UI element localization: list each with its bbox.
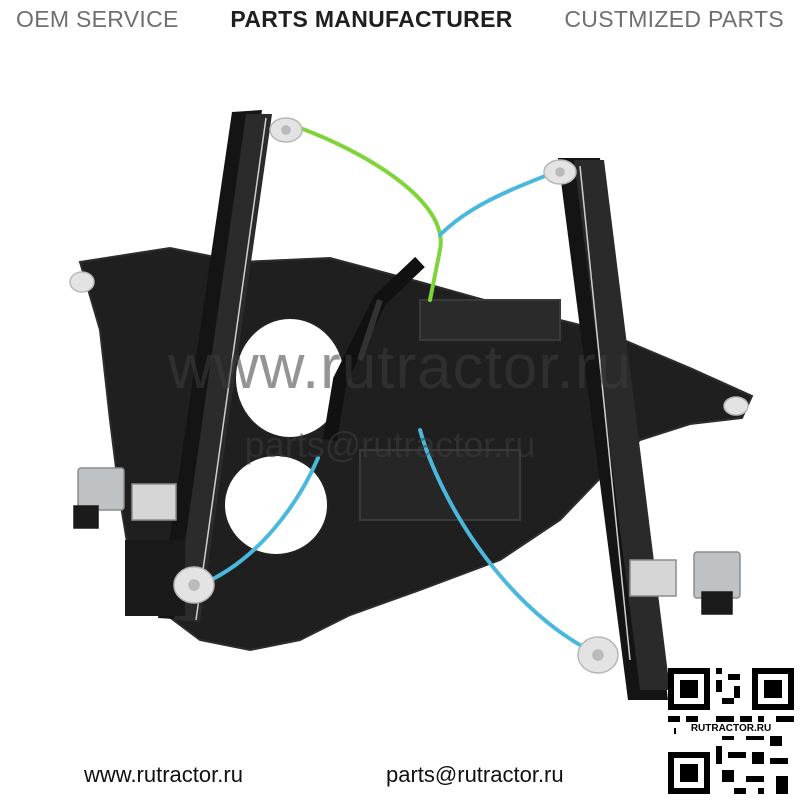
mount-clip-right bbox=[723, 396, 749, 416]
footer-site-link[interactable]: www.rutractor.ru bbox=[84, 762, 243, 787]
pulley-top-left bbox=[269, 117, 303, 143]
left-guide-rail bbox=[125, 110, 272, 622]
pulley-top-right bbox=[543, 159, 577, 185]
cables bbox=[198, 126, 587, 650]
pulley-bottom-left bbox=[173, 566, 215, 604]
banner-parts-manufacturer: PARTS MANUFACTURER bbox=[230, 5, 513, 32]
footer-email-link[interactable]: parts@rutractor.ru bbox=[386, 762, 564, 787]
pulley-bottom-right bbox=[577, 636, 619, 674]
banner-customized-parts: CUSTMIZED PARTS bbox=[564, 5, 784, 32]
metal-brackets bbox=[73, 467, 741, 615]
qr-label: RUTRACTOR.RU bbox=[676, 722, 786, 736]
pulleys bbox=[69, 117, 749, 674]
cable-housing bbox=[323, 256, 425, 442]
top-banner: OEM SERVICE PARTS MANUFACTURER CUSTMIZED… bbox=[0, 0, 800, 38]
banner-oem-service: OEM SERVICE bbox=[16, 5, 179, 32]
bracket-right bbox=[629, 551, 741, 615]
mount-clip-left bbox=[69, 271, 95, 293]
window-regulator-image bbox=[69, 110, 754, 700]
bracket-left bbox=[73, 467, 177, 529]
